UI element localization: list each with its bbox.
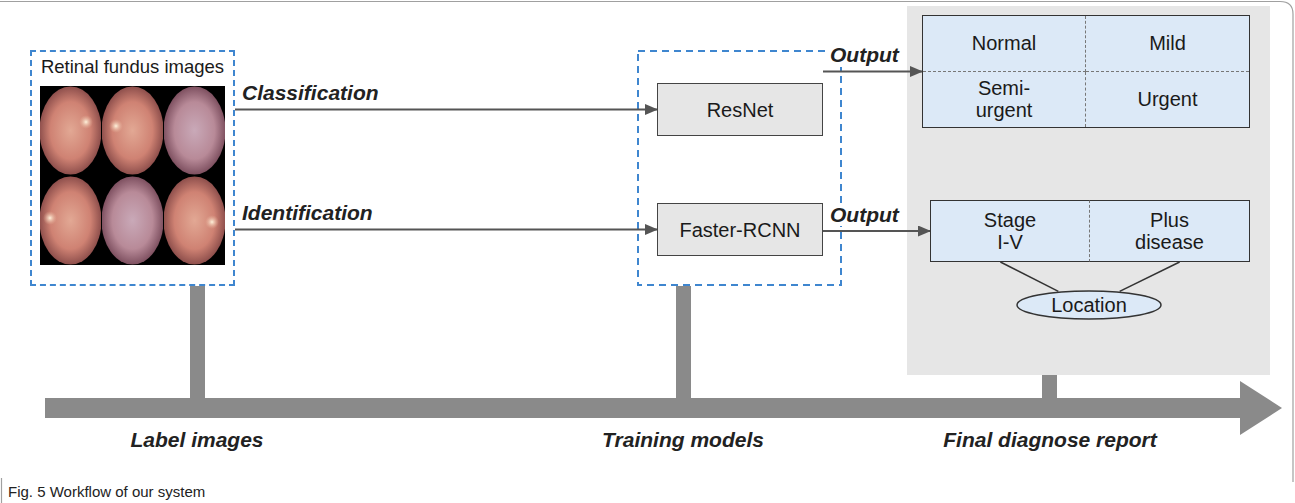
stage-label: Final diagnose report [943,428,1157,451]
grade-label: Urgent [1086,72,1249,128]
model-group [638,51,841,285]
optic-disc [79,115,93,129]
flow-arrow [235,228,657,230]
fundus [40,177,101,265]
fundus [164,87,225,175]
fundus [102,87,163,175]
fundus [164,177,225,265]
timeline-bar [676,286,691,402]
node-label: Stage I-V [979,209,1041,253]
timeline-arrow [45,398,1245,418]
image-group: Retinal fundus images [30,50,235,286]
node-label: Plus disease [1130,209,1210,253]
grade-label: Mild [1086,16,1249,72]
node-label: Location [1051,294,1127,316]
stage-label: Training models [602,428,764,451]
edge-label: Classification [240,81,381,104]
edge-label: Output [828,203,901,226]
fundus [40,87,101,175]
optic-disc [109,119,123,133]
location-ellipse: Location [1016,290,1162,320]
report-panel [907,6,1270,375]
flow-arrow [823,230,930,232]
flow-arrow [235,108,657,110]
node-label: ResNet [707,99,774,121]
figure-caption: Fig. 5 Workflow of our system [8,484,205,501]
result-cell: Stage I-V [930,200,1090,262]
link-line [1120,262,1180,291]
timeline-bar [190,286,205,402]
flow-arrow [823,70,922,72]
stage-label: Label images [130,428,263,451]
model-box: Faster-RCNN [657,203,823,256]
link-line [1000,262,1058,291]
timeline-bar [1042,375,1057,402]
grade-box: NormalMildSemi-urgentUrgent [922,15,1250,128]
result-cell: Plus disease [1090,200,1250,262]
fundus [102,177,163,265]
fundus-images [40,86,226,265]
node-label: Retinal fundus images [41,57,224,77]
frame-line [1,478,2,503]
edge-label: Output [828,43,901,66]
frame-line [0,2,1293,483]
edge-label: Identification [240,201,375,224]
model-box: ResNet [657,83,823,136]
optic-disc [205,215,219,229]
grade-label: Normal [923,16,1086,72]
optic-disc [43,211,57,225]
timeline-arrowhead [1240,381,1282,435]
image-ground [40,86,225,265]
grade-label: Semi-urgent [923,72,1086,128]
ellipse-shape [1017,291,1161,319]
node-label: Faster-RCNN [679,219,800,241]
